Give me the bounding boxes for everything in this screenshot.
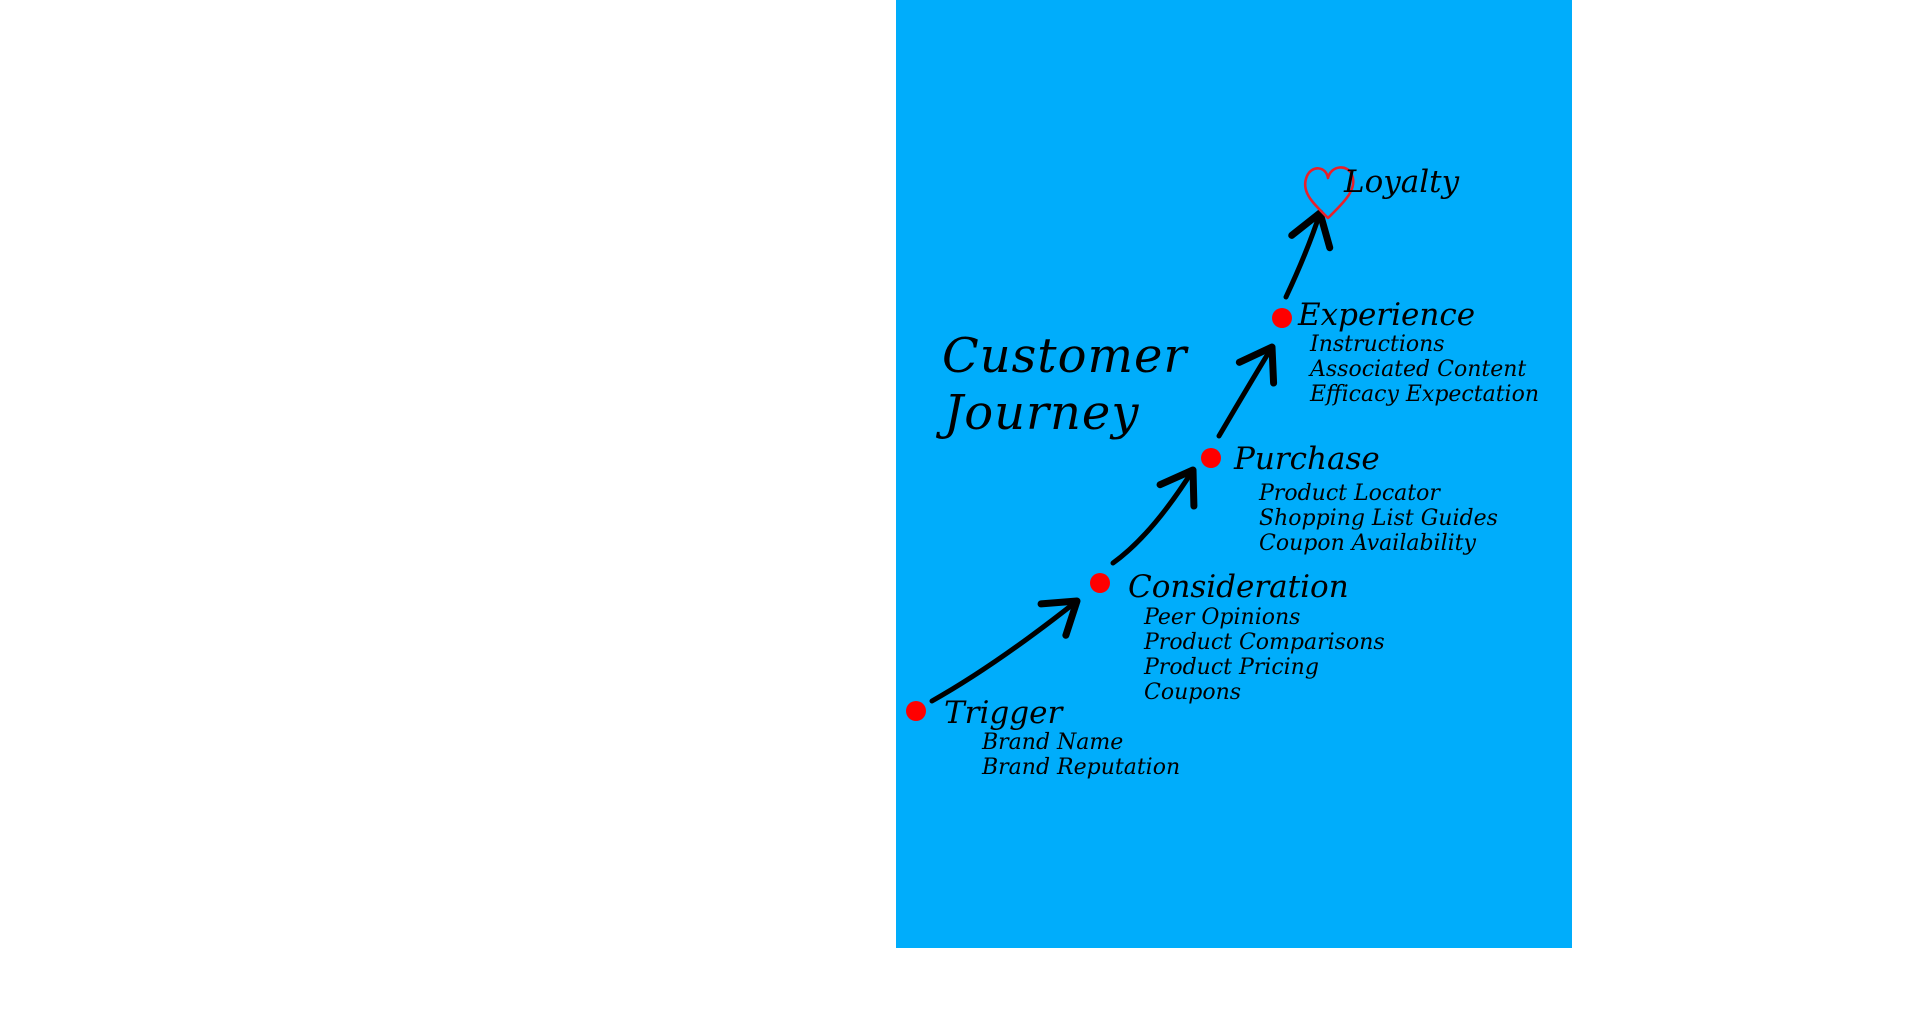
heart-icon xyxy=(1304,166,1355,220)
stage-name-purchase: Purchase xyxy=(1234,441,1380,477)
detail-brand-reputation: Brand Reputation xyxy=(982,755,1181,780)
arrow-trigger-to-consideration xyxy=(929,597,1081,704)
stage-details-experience: Instructions Associated Content Efficacy… xyxy=(1310,332,1539,407)
arrow-experience-to-loyalty xyxy=(1283,209,1334,300)
arrow-consideration-to-purchase xyxy=(1110,466,1198,566)
detail-associated-content: Associated Content xyxy=(1310,357,1527,382)
stage-details-purchase: Product Locator Shopping List Guides Cou… xyxy=(1259,481,1498,556)
stage-details-trigger: Brand Name Brand Reputation xyxy=(982,730,1180,780)
detail-coupons: Coupons xyxy=(1144,680,1242,705)
detail-efficacy-expectation: Efficacy Expectation xyxy=(1310,382,1540,407)
detail-shopping-list-guides: Shopping List Guides xyxy=(1259,506,1498,531)
detail-instructions: Instructions xyxy=(1310,332,1445,357)
detail-brand-name: Brand Name xyxy=(982,730,1124,755)
goal-loyalty-label: Loyalty xyxy=(1344,164,1460,200)
stage-marker-trigger xyxy=(906,701,926,721)
detail-coupon-availability: Coupon Availability xyxy=(1259,531,1476,556)
stage-marker-purchase xyxy=(1201,448,1221,468)
title-line-1: Customer xyxy=(942,328,1188,384)
detail-product-comparisons: Product Comparisons xyxy=(1144,630,1385,655)
stage-marker-consideration xyxy=(1090,573,1110,593)
customer-journey-poster: Customer Journey Loyalty Experience Inst… xyxy=(896,0,1572,948)
detail-product-pricing: Product Pricing xyxy=(1144,655,1319,680)
title-line-2: Journey xyxy=(944,385,1140,441)
stage-name-consideration: Consideration xyxy=(1128,569,1349,605)
stage-name-experience: Experience xyxy=(1298,297,1476,333)
stage-name-trigger: Trigger xyxy=(944,695,1063,731)
stage-details-consideration: Peer Opinions Product Comparisons Produc… xyxy=(1144,605,1385,705)
detail-product-locator: Product Locator xyxy=(1259,481,1440,506)
arrow-purchase-to-experience xyxy=(1216,343,1278,439)
detail-peer-opinions: Peer Opinions xyxy=(1144,605,1301,630)
stage-marker-experience xyxy=(1272,308,1292,328)
journey-path xyxy=(906,166,1355,721)
